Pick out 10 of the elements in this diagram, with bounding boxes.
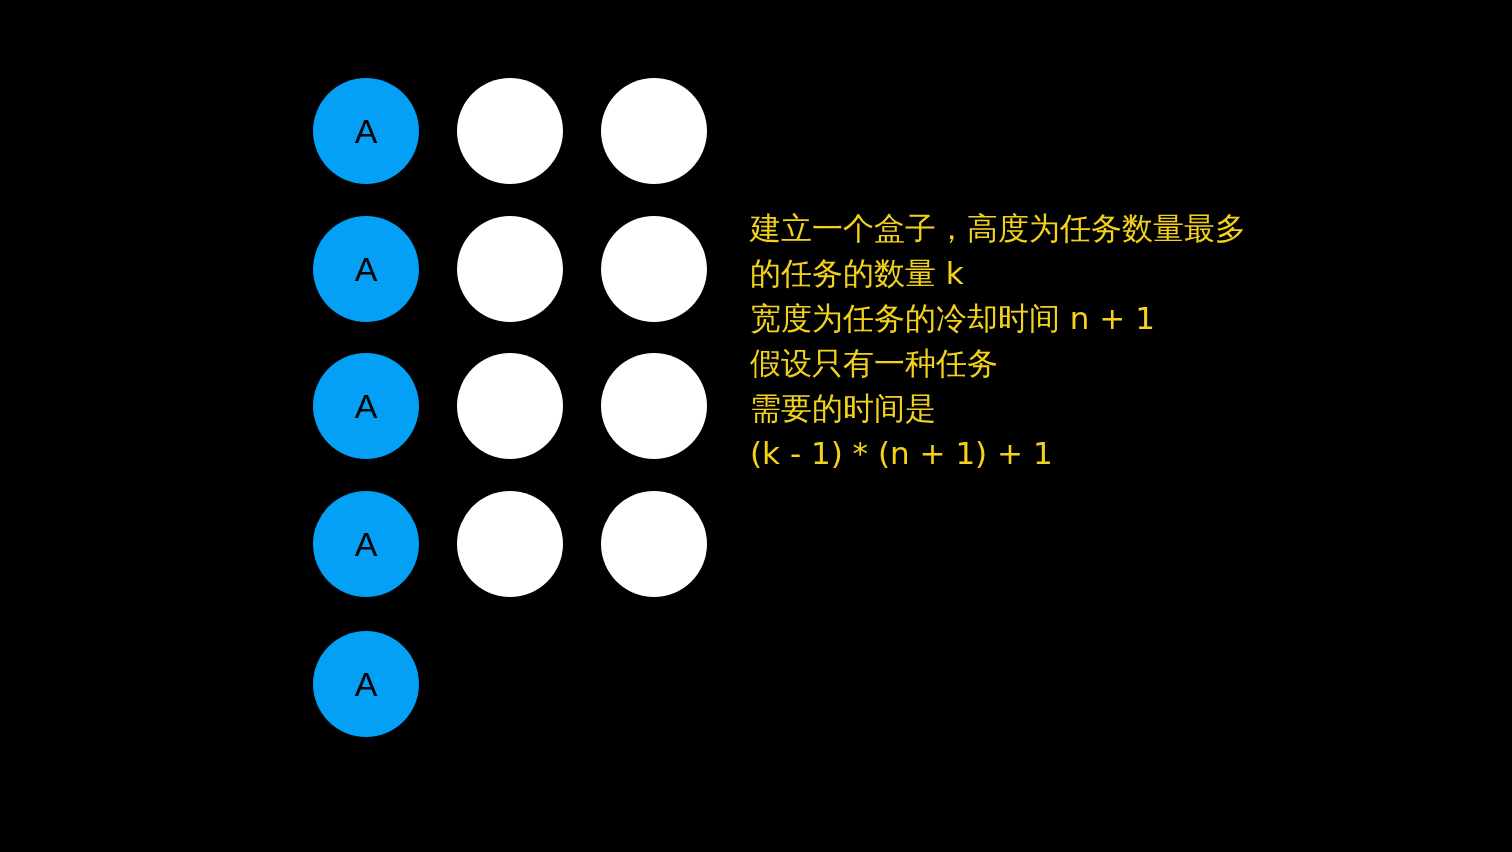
task-circle: A (313, 78, 419, 184)
note-text: 需要的时间是 (750, 389, 937, 428)
note-text: 宽度为任务的冷却时间 n + 1 (750, 299, 1156, 338)
note-text: 建立一个盒子，高度为任务数量最多的任务的数量 k (750, 209, 1247, 293)
task-circle: A (313, 353, 419, 459)
note-text: (k - 1) * (n + 1) + 1 (750, 434, 1054, 473)
note-text: 假设只有一种任务 (750, 344, 999, 383)
task-circle: A (313, 491, 419, 597)
task-circle: A (313, 216, 419, 322)
task-circle: A (313, 631, 419, 737)
